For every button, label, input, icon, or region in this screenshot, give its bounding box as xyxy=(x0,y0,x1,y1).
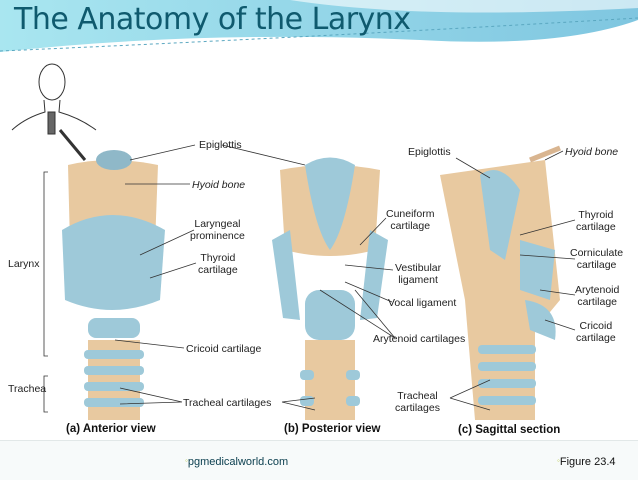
label-arytenoid-sagittal: Arytenoid cartilage xyxy=(575,284,620,308)
label-laryngeal-prominence: Laryngeal prominence xyxy=(190,218,245,242)
title-banner: The Anatomy of the Larynx xyxy=(0,0,638,52)
label-epiglottis-anterior: Epiglottis xyxy=(199,139,242,151)
leader-lines xyxy=(43,144,576,413)
label-cricoid-sagittal: Cricoid cartilage xyxy=(576,320,616,344)
label-epiglottis-sagittal: Epiglottis xyxy=(408,146,451,158)
label-larynx: Larynx xyxy=(8,258,40,270)
label-cricoid-anterior: Cricoid cartilage xyxy=(186,343,262,355)
label-trachea: Trachea xyxy=(8,383,47,395)
label-cuneiform: Cuneiform cartilage xyxy=(386,208,435,232)
caption-anterior: (a) Anterior view xyxy=(66,423,156,435)
label-hyoid-sagittal: Hyoid bone xyxy=(565,146,619,158)
footer-site: ◦pgmedicalworld.com xyxy=(185,456,289,468)
label-tracheal-sagittal: Tracheal cartilages xyxy=(395,390,440,414)
slide-title: The Anatomy of the Larynx xyxy=(14,2,411,37)
posterior-larynx xyxy=(272,157,388,420)
caption-posterior: (b) Posterior view xyxy=(284,423,381,435)
label-arytenoid-posterior: Arytenoid cartilages xyxy=(373,333,466,345)
label-vestibular: Vestibular ligament xyxy=(395,262,442,286)
label-corniculate: Corniculate cartilage xyxy=(570,247,624,271)
footer-figure: ◦Figure 23.4 xyxy=(557,456,616,468)
slide-footer: ◦pgmedicalworld.com ◦Figure 23.4 xyxy=(0,440,638,480)
caption-sagittal: (c) Sagittal section xyxy=(458,424,561,436)
figure-text: Figure 23.4 xyxy=(559,456,616,468)
banner-wave xyxy=(0,0,638,52)
label-tracheal-anterior: Tracheal cartilages xyxy=(183,397,272,409)
head-icon xyxy=(11,63,97,161)
sagittal-larynx xyxy=(440,145,561,420)
label-thyroid-sagittal: Thyroid cartilage xyxy=(576,209,616,233)
larynx-illustration xyxy=(11,63,576,420)
label-thyroid-anterior: Thyroid cartilage xyxy=(198,252,238,276)
site-text: pgmedicalworld.com xyxy=(187,456,289,468)
label-vocal-ligament: Vocal ligament xyxy=(388,297,457,309)
label-hyoid-anterior: Hyoid bone xyxy=(192,179,246,191)
anterior-larynx xyxy=(62,150,165,420)
